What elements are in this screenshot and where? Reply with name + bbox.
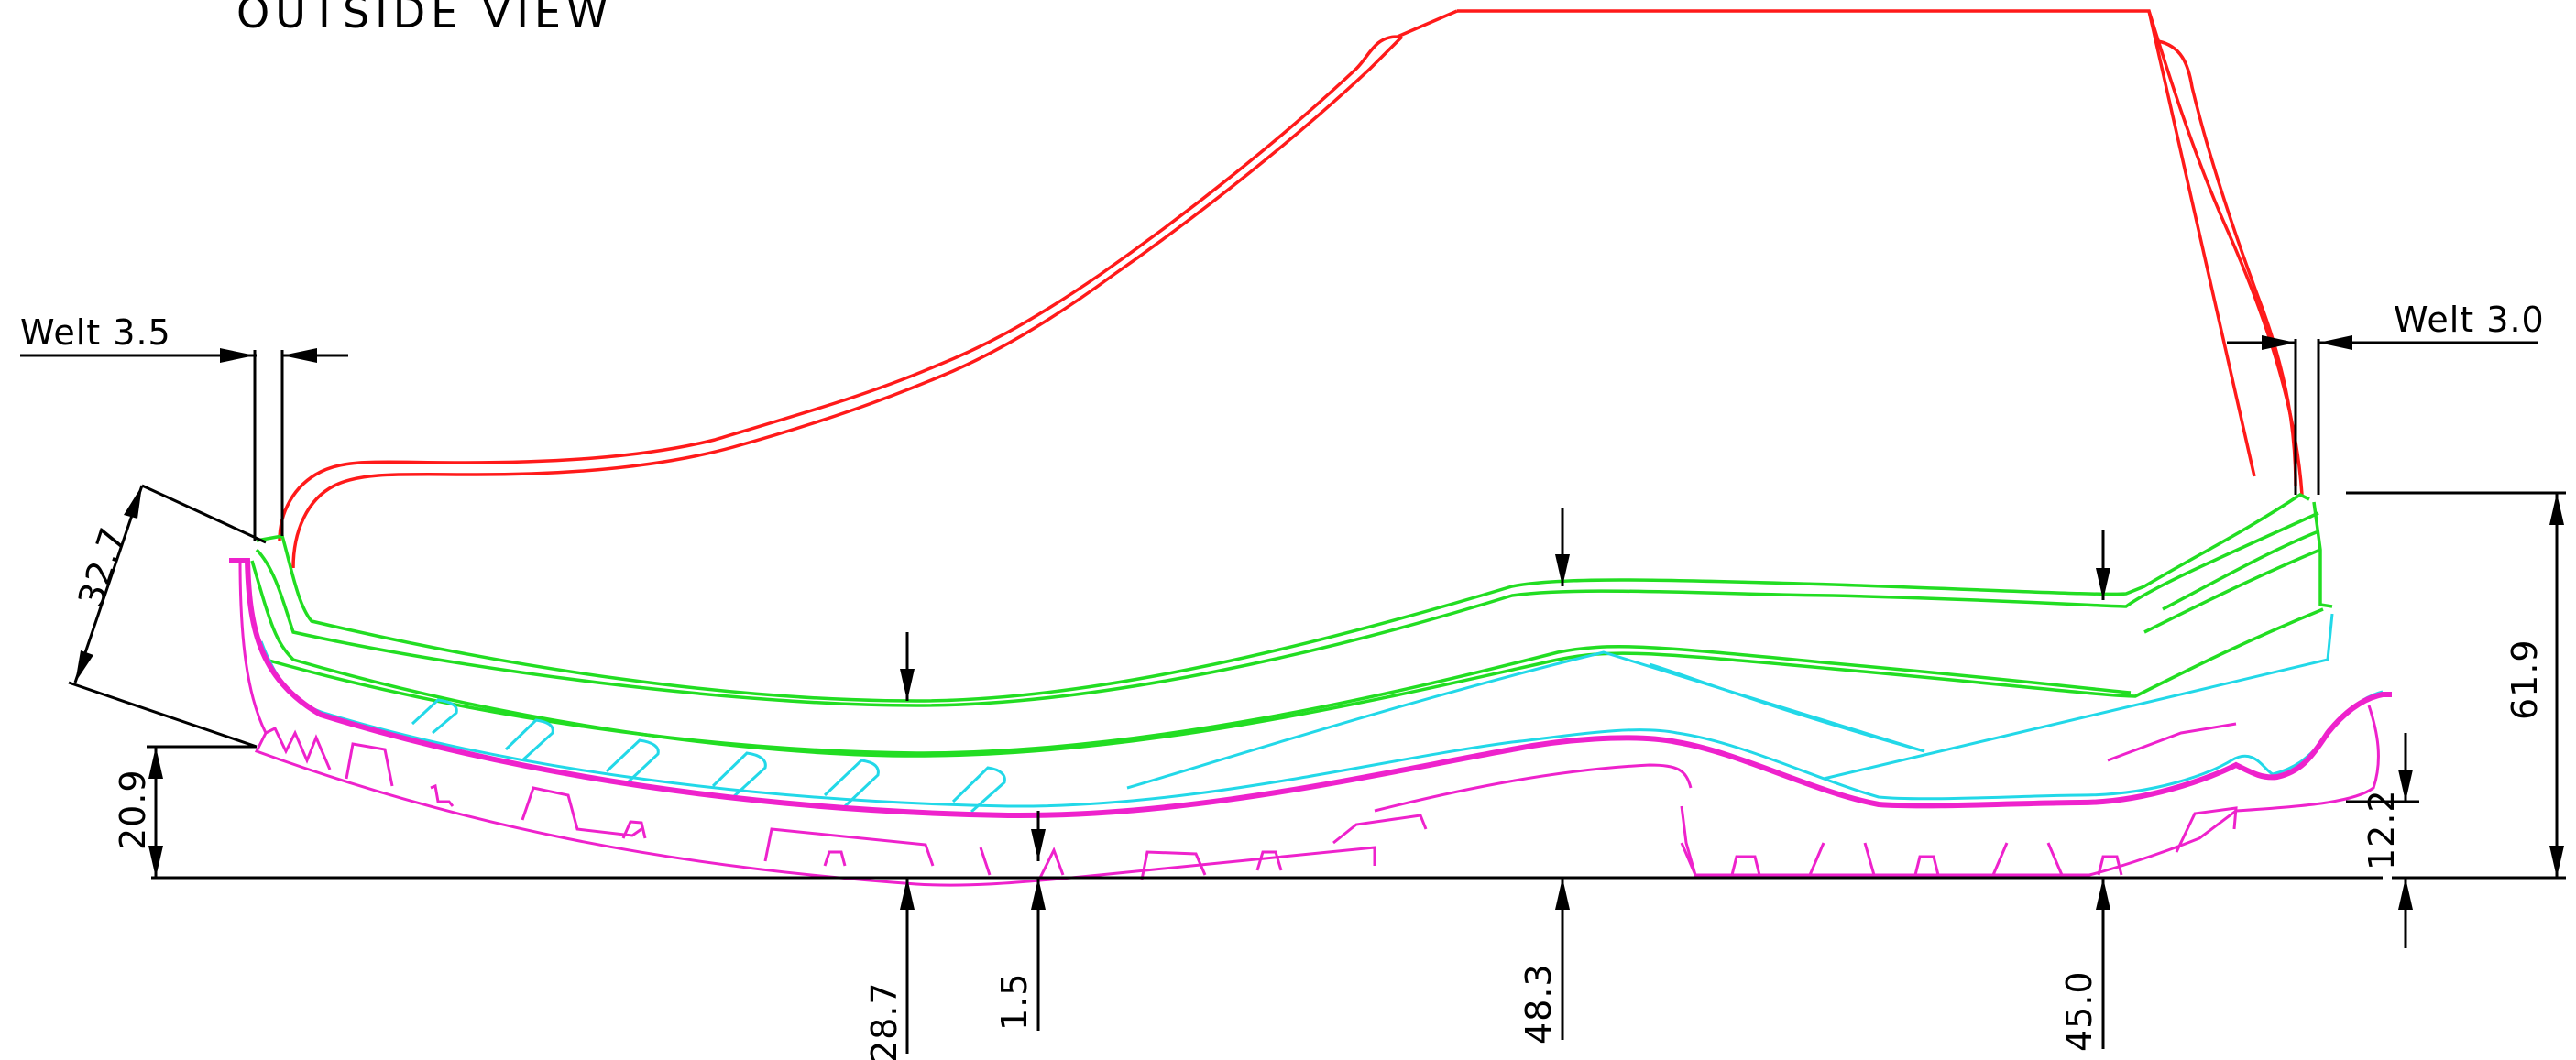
dim-forepart-thickness: 28.7 — [864, 981, 904, 1060]
upper-outline — [278, 9, 2304, 569]
dim-heel-total: 61.9 — [2505, 639, 2545, 720]
dim-toe-spring-diag: 32.7 — [71, 522, 134, 612]
dimension-lines — [20, 335, 2566, 1054]
outsole-lugs — [265, 722, 2238, 880]
dim-heel-thickness: 45.0 — [2059, 970, 2099, 1052]
drawing-title: OUTSIDE VIEW — [236, 0, 613, 38]
midsole-hatching — [411, 698, 1006, 814]
dim-waist-thickness: 48.3 — [1518, 963, 1559, 1044]
welt-left-label: Welt 3.5 — [20, 312, 171, 353]
insole-lines — [250, 492, 2333, 758]
outsole-lines — [229, 558, 2392, 887]
dim-tread-depth: 1.5 — [994, 973, 1035, 1031]
dim-toe-height: 20.9 — [113, 769, 153, 850]
dim-heel-lift: 12.2 — [2362, 789, 2402, 870]
welt-right-label: Welt 3.0 — [2394, 300, 2545, 340]
midsole-lines — [259, 613, 2384, 814]
